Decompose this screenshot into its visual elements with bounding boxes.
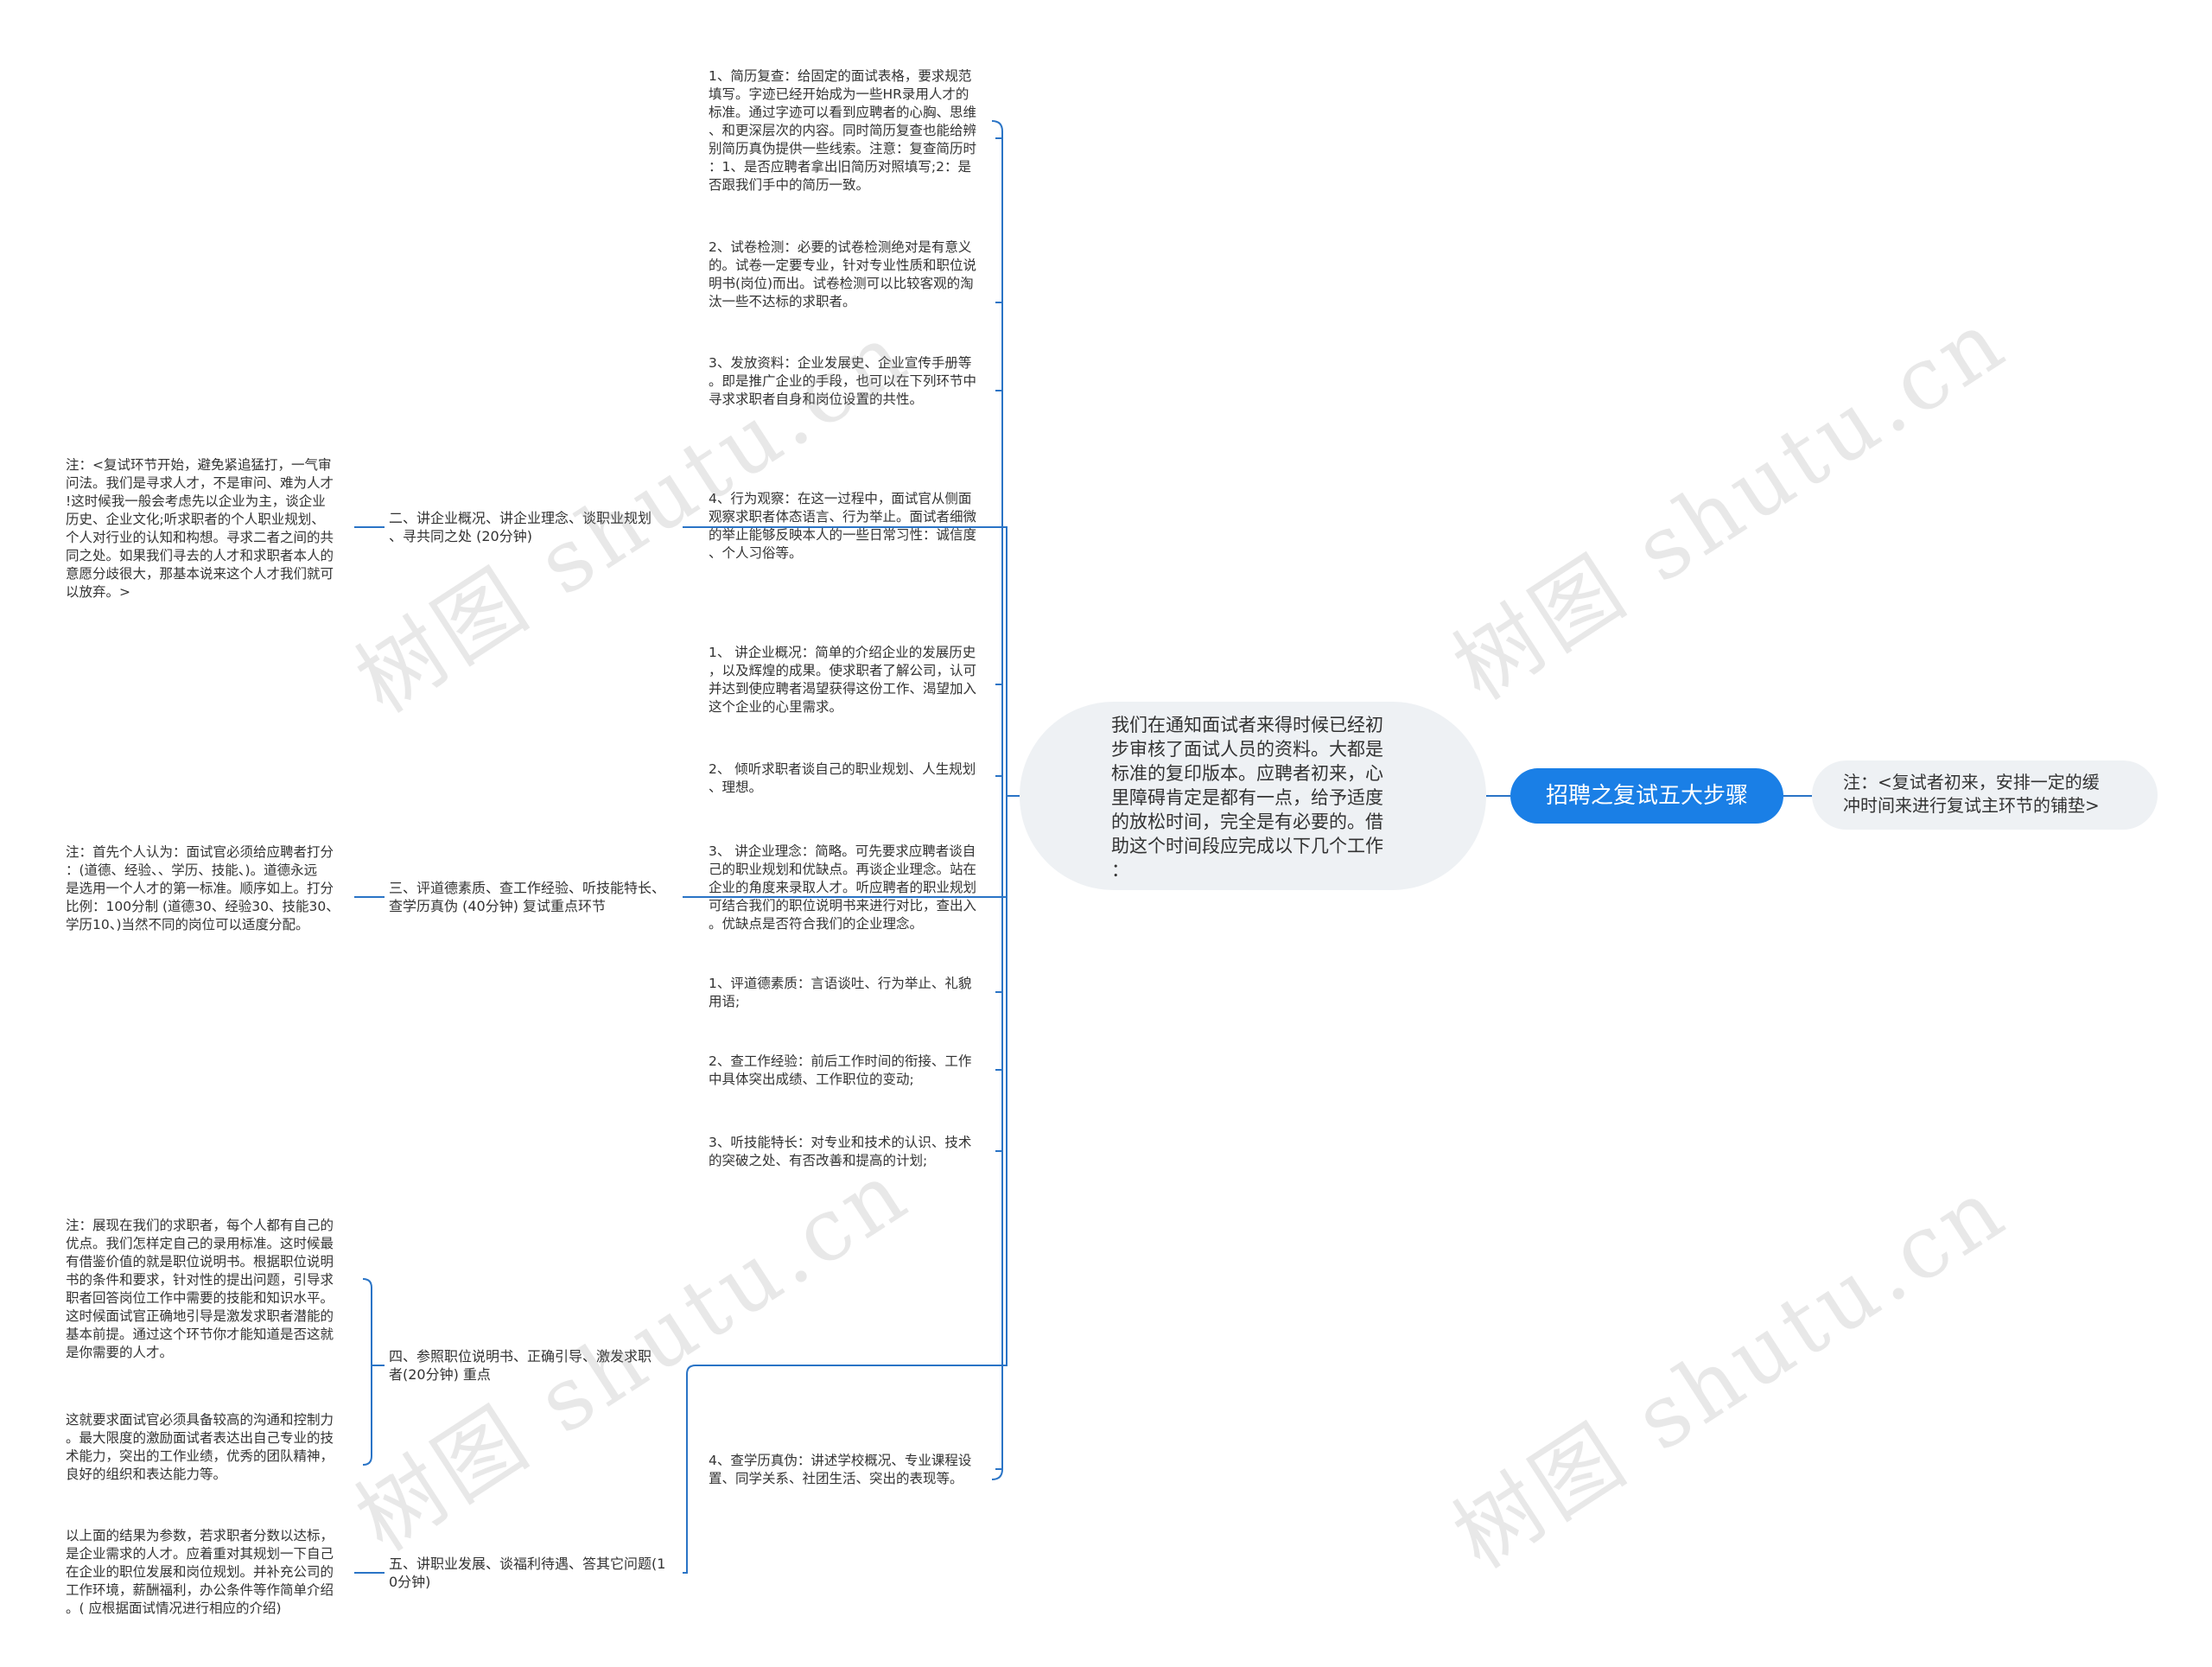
branch-step-2[interactable]: 二、讲企业概况、讲企业理念、谈职业规划 、寻共同之处 (20分钟) [389,510,652,544]
connector-intro-branch2 [683,526,1007,796]
connector-leaf-stubs [995,137,1002,1470]
leaf-behavior[interactable]: 4、行为观察：在这一过程中，面试官从侧面 观察求职者体态语言、行为举止。面试者细… [709,491,977,561]
note-step-4a[interactable]: 注：展现在我们的求职者，每个人都有自己的 优点。我们怎样定自己的录用标准。这时候… [66,1218,334,1360]
connector-intro-bracket [991,120,1020,1480]
branch-step-5[interactable]: 五、讲职业发展、谈福利待遇、答其它问题(1 0分钟) [389,1556,666,1590]
connector-intro-branch5 [683,1486,688,1574]
leaf-career-plan[interactable]: 2、 倾听求职者谈自己的职业规划、人生规划 、理想。 [709,761,976,795]
root-node[interactable]: 招聘之复试五大步骤 [1510,768,1783,824]
leaf-ethics[interactable]: 1、评道德素质：言语谈吐、行为举止、礼貌 用语; [709,976,972,1009]
leaf-test-paper[interactable]: 2、试卷检测：必要的试卷检测绝对是有意义 的。试卷一定要专业，针对专业性质和职位… [709,239,977,309]
note-step-2[interactable]: 注：<复试环节开始，避免紧追猛打，一气审 问法。我们是寻求人才，不是审问、难为人… [66,457,334,600]
intro-node[interactable]: 我们在通知面试者来得时候已经初 步审核了面试人员的资料。大都是 标准的复印版本。… [1020,702,1486,890]
connector-branch4-bracket [362,1278,385,1466]
leaf-company-overview[interactable]: 1、 讲企业概况：简单的介绍企业的发展历史 ，以及辉煌的成果。使求职者了解公司，… [709,645,977,715]
note-step-4b[interactable]: 这就要求面试官必须具备较高的沟通和控制力 。最大限度的激励面试者表达出自己专业的… [66,1412,334,1482]
leaf-resume-check[interactable]: 1、简历复查：给固定的面试表格，要求规范 填写。字迹已经开始成为一些HR录用人才… [709,68,977,193]
branch-step-3[interactable]: 三、评道德素质、查工作经验、听技能特长、 查学历真伪 (40分钟) 复试重点环节 [389,880,666,914]
note-step-3[interactable]: 注：首先个人认为：面试官必须给应聘者打分 ：(道德、经验、、学历、技能、)。道德… [66,844,340,932]
leaf-company-philosophy[interactable]: 3、 讲企业理念：简略。可先要求应聘者谈自 己的职业规划和优缺点。再谈企业理念。… [709,843,977,932]
note-step-5[interactable]: 以上面的结果为参数，若求职者分数以达标， 是企业需求的人才。应着重对其规划一下自… [66,1528,334,1616]
leaf-experience[interactable]: 2、查工作经验：前后工作时间的衔接、工作 中具体突出成绩、工作职位的变动; [709,1053,972,1087]
root-note[interactable]: 注：<复试者初来，安排一定的缓 冲时间来进行复试主环节的铺垫> [1812,760,2158,830]
connector-intro-branch4 [686,796,1007,1486]
leaf-education[interactable]: 4、查学历真伪：讲述学校概况、专业课程设 置、同学关系、社团生活、突出的表现等。 [709,1453,972,1486]
leaf-materials[interactable]: 3、发放资料：企业发展史、企业宣传手册等 。即是推广企业的手段，也可以在下列环节… [709,355,977,407]
leaf-skills[interactable]: 3、听技能特长：对专业和技术的认识、技术 的突破之处、有否改善和提高的计划; [709,1135,972,1168]
branch-step-4[interactable]: 四、参照职位说明书、正确引导、激发求职 者(20分钟) 重点 [389,1348,652,1383]
